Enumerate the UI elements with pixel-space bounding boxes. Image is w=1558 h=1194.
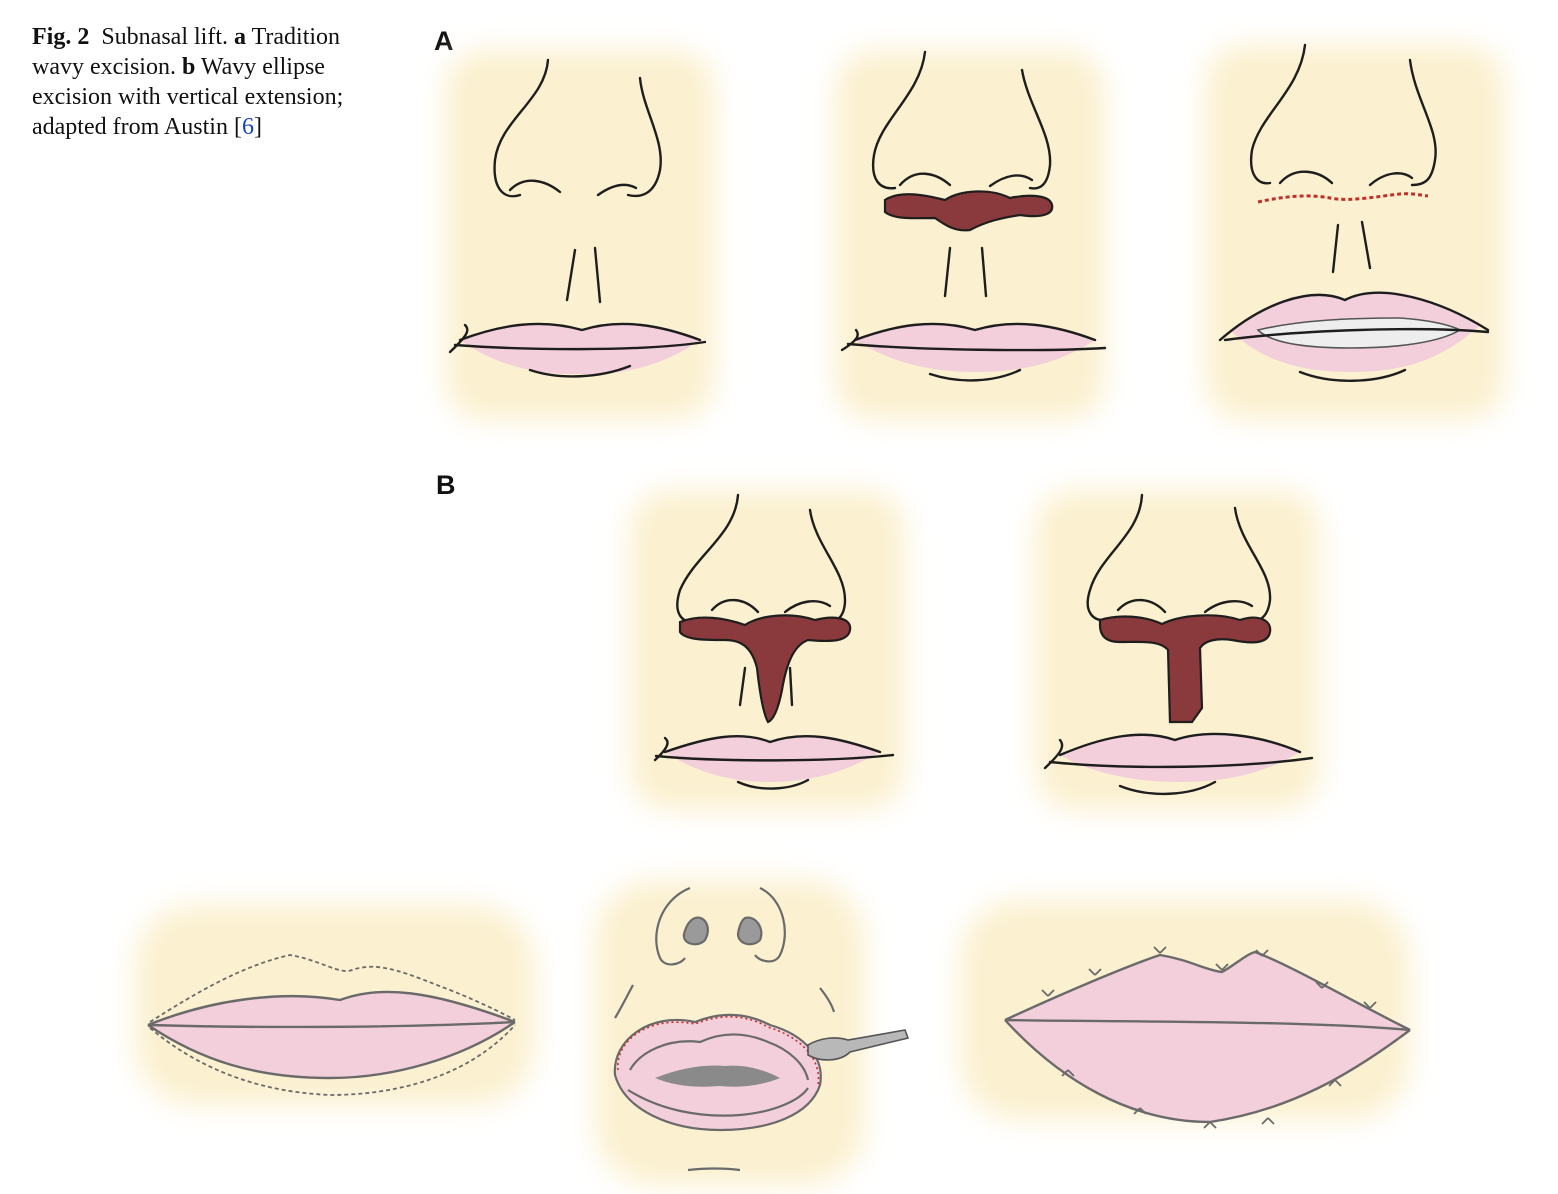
left-nostril-line (1278, 170, 1334, 185)
lower-lip-line (928, 368, 1022, 382)
upper-lip-line (458, 322, 702, 342)
lower-lip-line (528, 364, 632, 378)
lower-dashed-outline (149, 1024, 516, 1096)
upper-lip-line (853, 322, 1097, 342)
philtrum-right-line (593, 246, 602, 304)
figure-caption: Fig. 2 Subnasal lift. a Tradition wavy e… (32, 22, 382, 142)
right-nostril-line (988, 174, 1034, 188)
right-nostril-line (596, 183, 638, 197)
mouth-line (453, 340, 707, 351)
philtrum-left-line (565, 248, 577, 302)
nose-left-line (871, 50, 927, 190)
nose-right-line (1020, 68, 1052, 190)
lips-fill (665, 736, 880, 782)
lip-diagram-bottom-left (135, 905, 535, 1105)
nose-left-line (1249, 43, 1307, 185)
left-nostril-line (508, 179, 562, 194)
mouth-corner-left (1043, 738, 1064, 770)
suture-stitches (1041, 946, 1377, 1129)
nose-left-line (493, 58, 550, 198)
upper-lip-line (147, 990, 516, 1027)
right-nostril-line (1368, 172, 1414, 187)
suture-line (1257, 192, 1429, 204)
lower-lip-line (1298, 368, 1407, 382)
lips-fill (1060, 733, 1300, 782)
reference-link[interactable]: 6 (241, 114, 254, 140)
lip-diagram-bottom-middle (595, 880, 910, 1185)
mouth-line (1004, 1018, 1411, 1032)
inner-lower-lip-outline (627, 1087, 809, 1117)
upper-lip-line (1058, 732, 1302, 757)
caption-part-b-letter: b (181, 54, 196, 80)
mouth-corner-left (448, 323, 469, 354)
nose-left-line (655, 886, 691, 966)
mouth-line (846, 342, 1107, 352)
nose-left-line (1086, 493, 1144, 622)
mouth-line (654, 753, 895, 762)
mouth-line (1223, 327, 1490, 342)
philtrum-left-line (943, 246, 952, 298)
panel-b-drawing-1 (630, 490, 905, 810)
scalpel-icon (807, 1029, 910, 1061)
lips-fill (1005, 952, 1410, 1122)
right-nostril-line (1203, 600, 1254, 614)
caption-part-a-letter: a (233, 24, 246, 50)
mouth-line (1048, 756, 1314, 769)
panel-a-drawing-1 (445, 50, 715, 420)
mouth-opening (655, 1065, 780, 1087)
philtrum-left-line (1331, 223, 1340, 274)
caption-part-a-text: Tradition wavy excision. (32, 24, 341, 80)
figure-title: Subnasal lift. (101, 24, 228, 50)
reference-close-bracket: ] (253, 114, 262, 140)
figure-number: Fig. 2 (32, 24, 90, 50)
panel-b-drawing-2 (1035, 490, 1320, 810)
lips-fill (148, 991, 515, 1078)
inner-upper-lip-outline (629, 1033, 810, 1081)
mouth-line (147, 1020, 516, 1029)
cheek-right-line (819, 987, 836, 1013)
lower-lip-line (147, 1021, 516, 1080)
excision-area (678, 614, 852, 724)
upper-dashed-outline (149, 954, 516, 1023)
philtrum-right-line (788, 666, 794, 707)
excision-area (883, 190, 1054, 232)
left-nostril-line (1116, 598, 1167, 614)
left-nostril-line (710, 598, 760, 614)
right-nostril (736, 916, 763, 946)
excision-area (1098, 614, 1272, 724)
lip-diagram-bottom-right (960, 900, 1411, 1129)
cheek-left-line (614, 984, 634, 1019)
mouth-corner-left (840, 328, 859, 352)
panel-b-label: B (436, 470, 456, 500)
panel-a-drawing-3 (1205, 43, 1505, 420)
nose-right-line (754, 887, 786, 963)
lips-fill (855, 323, 1095, 372)
nose-right-line (1408, 58, 1437, 187)
philtrum-right-line (1360, 220, 1372, 270)
lower-lip-line (1118, 780, 1217, 796)
upper-lip-line (1004, 950, 1411, 1032)
caption-part-b-text: Wavy ellipse excision with vertical exte… (32, 54, 344, 140)
nose-right-line (626, 76, 662, 198)
reference-open-bracket: [ (233, 114, 242, 140)
incision-marking (617, 1016, 820, 1086)
philtrum-right-line (980, 246, 988, 298)
upper-lip-line (1218, 291, 1490, 342)
chin-line (687, 1167, 741, 1172)
left-nostril (682, 916, 709, 946)
left-nostril-line (898, 172, 952, 187)
philtrum-left-line (738, 666, 747, 707)
upper-lip-line (663, 734, 882, 754)
panel-a-drawing-2 (835, 50, 1107, 420)
panel-a-label: A (434, 26, 454, 56)
right-nostril-line (783, 600, 832, 614)
lower-lip-line (736, 778, 810, 790)
